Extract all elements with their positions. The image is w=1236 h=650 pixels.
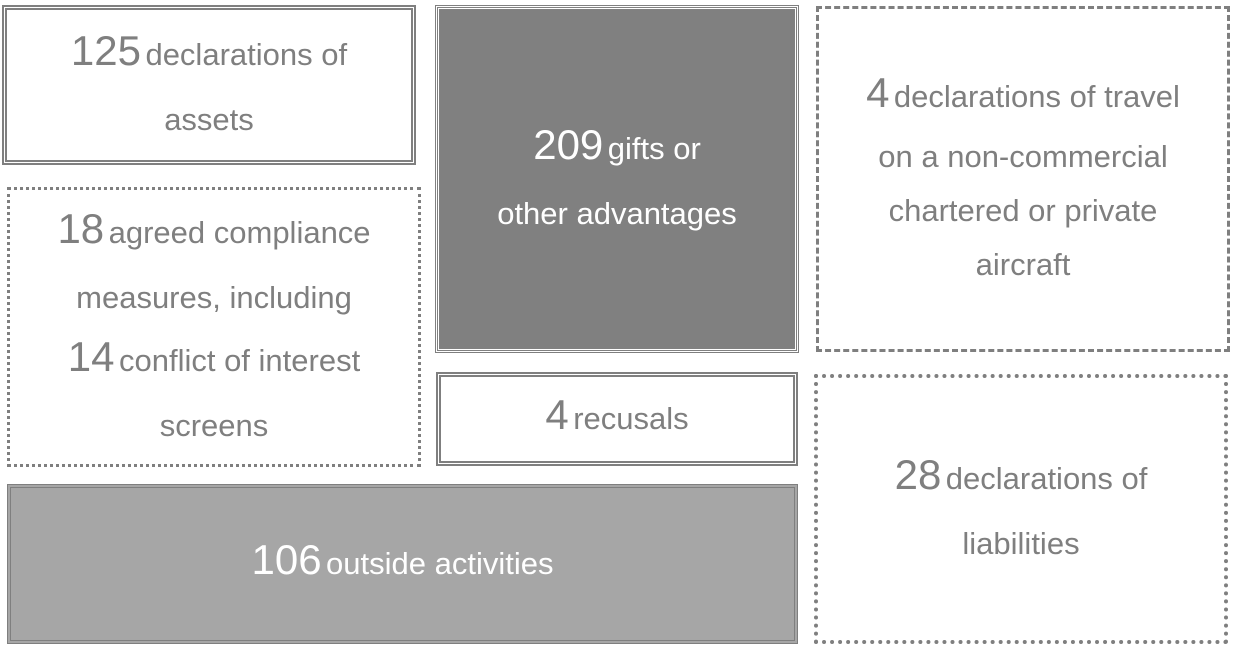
liabilities-label: declarations of <box>945 461 1148 496</box>
gifts-label-2: other advantages <box>497 196 737 231</box>
assets-label-2: assets <box>164 102 254 137</box>
conflict-screens-count: 14 <box>67 333 115 380</box>
gifts-line-1: 209 gifts or <box>533 115 701 184</box>
recusals-count: 4 <box>545 390 569 438</box>
compliance-count: 18 <box>57 205 105 252</box>
liabilities-declarations-box: 28 declarations of liabilities <box>814 374 1228 644</box>
travel-label-3: chartered or private <box>888 193 1158 228</box>
gifts-box: 209 gifts or other advantages <box>435 5 799 353</box>
compliance-label-2: measures, including <box>76 280 352 315</box>
conflict-screens-label: conflict of interest <box>118 343 361 378</box>
recusals-box: 4 recusals <box>436 372 798 466</box>
compliance-line-1: 18 agreed compliance <box>57 199 370 268</box>
assets-declarations-box: 125 declarations of assets <box>2 5 416 165</box>
travel-count: 4 <box>866 69 890 116</box>
assets-label: declarations of <box>145 37 348 72</box>
recusals-line: 4 recusals <box>545 385 688 454</box>
outside-activities-box: 106 outside activities <box>7 484 798 644</box>
travel-declarations-box: 4 declarations of travel on a non-commer… <box>816 6 1230 352</box>
travel-label-4: aircraft <box>975 247 1071 282</box>
liabilities-label-2: liabilities <box>962 526 1080 561</box>
recusals-label: recusals <box>573 400 689 436</box>
gifts-count: 209 <box>533 121 604 168</box>
activities-count: 106 <box>251 535 322 583</box>
travel-line-1: 4 declarations of travel <box>866 66 1180 130</box>
compliance-measures-box: 18 agreed compliance measures, including… <box>7 187 421 467</box>
conflict-screens-line: 14 conflict of interest <box>68 327 360 396</box>
travel-label-2: on a non-commercial <box>878 139 1168 174</box>
liabilities-line-1: 28 declarations of <box>895 445 1148 514</box>
gifts-label: gifts or <box>607 131 701 166</box>
conflict-screens-label-2: screens <box>159 408 269 443</box>
activities-label: outside activities <box>326 545 554 581</box>
travel-label: declarations of travel <box>893 79 1180 114</box>
assets-count: 125 <box>70 27 141 74</box>
liabilities-count: 28 <box>894 451 942 498</box>
compliance-label: agreed compliance <box>108 215 371 250</box>
assets-line-1: 125 declarations of <box>71 21 347 90</box>
activities-line: 106 outside activities <box>252 530 554 599</box>
